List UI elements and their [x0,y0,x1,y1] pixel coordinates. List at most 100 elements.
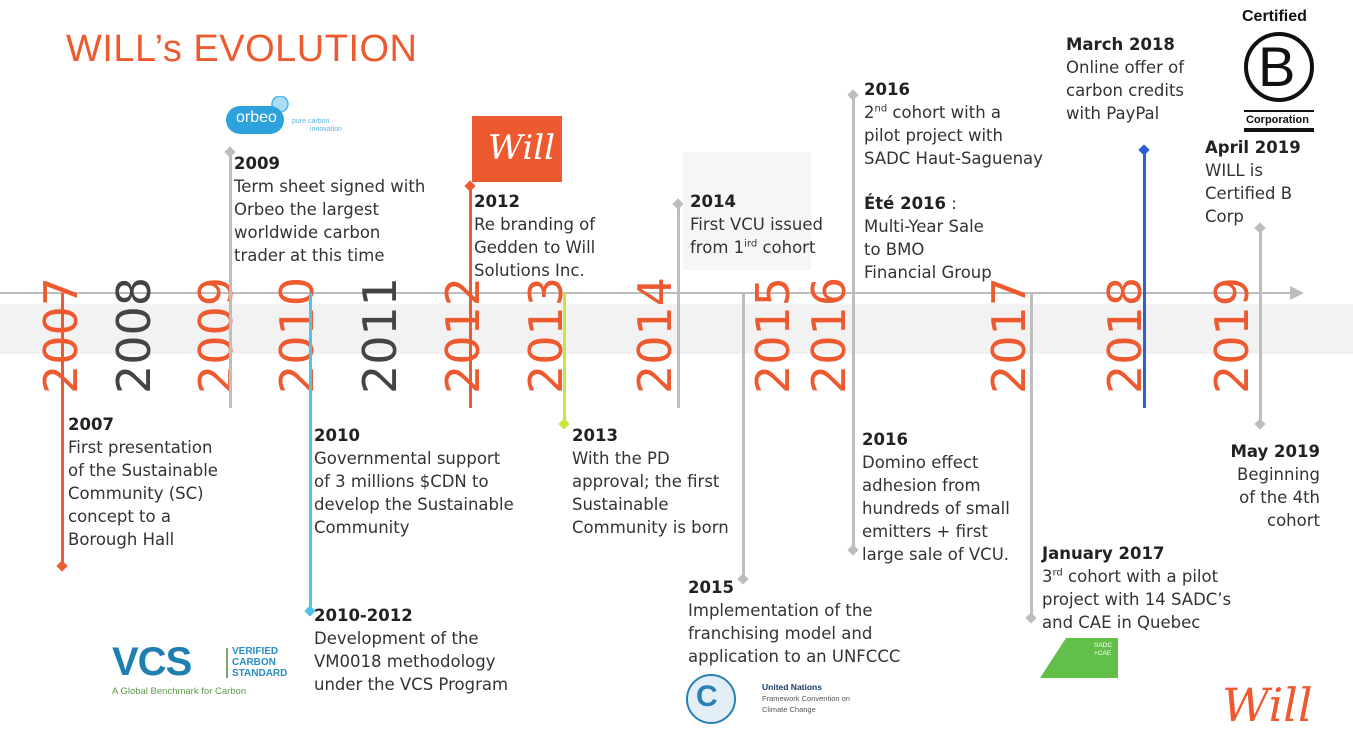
event-marker-2018 [1138,144,1150,156]
year-label: 2008 [107,276,161,394]
unfccc-line-1: United Nations [762,682,822,692]
event-line: trader at this time [234,246,385,265]
event-line: cohort [1267,511,1320,530]
event-line-2012 [469,186,472,408]
sadc-cae-logo: SADC +CAE [1040,638,1118,678]
event-superscript: nd [874,103,888,115]
event-line: emitters + first [862,522,988,541]
event-2015: 2015 Implementation of the franchising m… [688,576,900,666]
event-line: of the 4th [1239,488,1320,507]
event-line: Gedden to Will [474,238,596,257]
event-line-part: 3 [1042,567,1053,586]
event-marker-2017 [1025,612,1037,624]
event-superscript: ird [744,238,758,250]
event-line: of the Sustainable [68,461,218,480]
event-2013: 2013 With the PD approval; the first Sus… [572,424,729,539]
event-line: Sustainable [572,495,669,514]
event-line: SADC Haut-Saguenay [864,149,1043,168]
vcs-letters: VCS [112,640,192,684]
bcorp-logo: Certified B Corporation [1238,8,1322,134]
event-line: Term sheet signed with [234,177,426,196]
event-line: application to an UNFCCC [688,647,901,666]
event-line: Beginning [1237,465,1320,484]
timeline-axis [0,292,1292,294]
event-superscript: rd [1052,567,1063,579]
event-marker-2019-bottom [1254,418,1266,430]
highlight-box-2014 [683,152,811,270]
event-line: 3rd cohort with a pilot [1042,565,1231,588]
event-line: franchising model and [688,624,873,643]
event-line: Community (SC) [68,484,204,503]
unfccc-logo: C United Nations Framework Convention on… [686,672,886,724]
event-date: January 2017 [1042,544,1165,563]
event-date: 2014 [690,192,736,211]
year-label: 2010 [270,276,324,394]
unfccc-line-2: Framework Convention on [762,694,850,703]
event-date: 2009 [234,154,280,173]
event-date: May 2019 [1230,442,1320,461]
event-line: 2nd cohort with a [864,101,1043,124]
event-line-2009 [229,152,232,408]
event-line: from 1ird cohort [690,236,823,259]
event-line: VM0018 methodology [314,652,496,671]
event-date: 2012 [474,192,520,211]
will-badge-logo: Will [472,116,562,182]
event-line: Governmental support [314,449,501,468]
event-marker-2013 [558,418,570,430]
event-line-2010 [309,293,312,611]
event-line: Domino effect [862,453,979,472]
event-2016-cohort: 2016 2nd cohort with a pilot project wit… [864,78,1043,170]
timeline-arrowhead [1290,286,1304,300]
event-date-suffix: : [946,194,957,213]
event-2018: March 2018 Online offer of carbon credit… [1066,33,1184,125]
event-date: 2010 [314,426,360,445]
unfccc-emblem-letter: C [696,680,718,713]
event-line: Corp [1205,207,1244,226]
event-line-part: from 1 [690,238,745,257]
event-line-2016 [852,95,855,551]
event-line-part: cohort [757,238,816,257]
event-line: Multi-Year Sale [864,217,984,236]
year-label: 2016 [802,276,856,394]
event-line: Borough Hall [68,530,175,549]
event-line-2017 [1030,293,1033,618]
event-2010: 2010 Governmental support of 3 millions … [314,424,514,539]
event-line: concept to a [68,507,171,526]
orbeo-logo-graphic [226,95,289,134]
event-date: March 2018 [1066,35,1175,54]
event-line: develop the Sustainable [314,495,514,514]
event-date: 2015 [688,578,734,597]
event-line-2013 [563,293,566,423]
year-label: 2009 [189,276,243,394]
event-line: approval; the first [572,472,720,491]
bcorp-letter: B [1258,35,1296,98]
event-line: Development of the [314,629,479,648]
event-may-2019: May 2019 Beginning of the 4th cohort [1216,440,1320,532]
sadc-cae-text-2: +CAE [1094,650,1112,657]
event-date: 2016 [864,80,910,99]
event-summer-2016: Été 2016 : Multi-Year Sale to BMO Financ… [864,192,992,284]
event-date: 2007 [68,415,114,434]
orbeo-tagline-1: pure carbon [292,118,330,125]
event-line: of 3 millions $CDN to [314,472,489,491]
timeline-band [0,304,1353,354]
event-marker-2016-bottom [847,544,859,556]
event-2007: 2007 First presentation of the Sustainab… [68,413,218,551]
page-title: WILL’s EVOLUTION [66,28,418,70]
event-line: First presentation [68,438,213,457]
bcorp-certified-text: Certified [1242,8,1307,25]
event-date: April 2019 [1205,138,1301,157]
event-april-2019: April 2019 WILL is Certified B Corp [1205,136,1301,228]
bcorp-rule-bottom [1244,128,1314,132]
orbeo-logo: orbeo pure carbon innovation [224,95,374,146]
event-line: adhesion from [862,476,981,495]
event-line: With the PD [572,449,670,468]
event-date: 2016 [862,430,908,449]
event-line: worldwide carbon [234,223,381,242]
year-label: 2014 [628,276,682,394]
unfccc-emblem [686,674,736,724]
event-line: Re branding of [474,215,596,234]
vcs-word-verified: VERIFIED [232,646,279,657]
event-line: Implementation of the [688,601,873,620]
event-marker-2007 [56,560,68,572]
